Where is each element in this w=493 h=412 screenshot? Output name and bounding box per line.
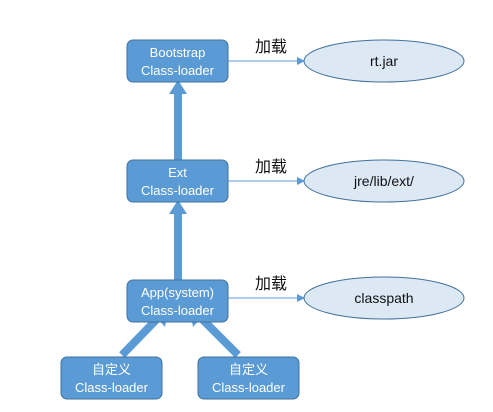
load-label-classpath: 加载: [255, 274, 287, 293]
delegation-arrow-app-to-ext: [169, 200, 187, 280]
bootstrap-loader-line2: Class-loader: [141, 63, 215, 78]
custom-loader-left-box: 自定义 Class-loader: [60, 356, 163, 400]
bootstrap-loader-line1: Bootstrap: [150, 45, 206, 60]
app-loader-box: App(system) Class-loader: [126, 279, 229, 323]
custom-loader-right-box: 自定义 Class-loader: [197, 356, 300, 400]
jre-lib-ext-label: jre/lib/ext/: [353, 173, 414, 189]
bootstrap-loader-box: Bootstrap Class-loader: [126, 39, 229, 83]
custom-loader-left-line1: 自定义: [92, 362, 131, 377]
custom-loader-right-line2: Class-loader: [212, 380, 286, 395]
delegation-arrow-ext-to-bootstrap: [169, 80, 187, 160]
app-loader-line1: App(system): [141, 285, 214, 300]
ext-loader-line1: Ext: [168, 165, 187, 180]
classpath-label: classpath: [354, 290, 413, 306]
rt-jar-ellipse: rt.jar: [303, 39, 465, 83]
custom-loader-left-line2: Class-loader: [75, 380, 149, 395]
classpath-ellipse: classpath: [303, 276, 465, 320]
load-label-rt: 加载: [255, 37, 287, 56]
ext-loader-line2: Class-loader: [141, 183, 215, 198]
ext-loader-box: Ext Class-loader: [126, 159, 229, 203]
custom-loader-right-line1: 自定义: [229, 362, 268, 377]
load-label-ext: 加载: [255, 157, 287, 176]
jre-lib-ext-ellipse: jre/lib/ext/: [303, 159, 465, 203]
rt-jar-label: rt.jar: [370, 53, 398, 69]
app-loader-line2: Class-loader: [141, 303, 215, 318]
